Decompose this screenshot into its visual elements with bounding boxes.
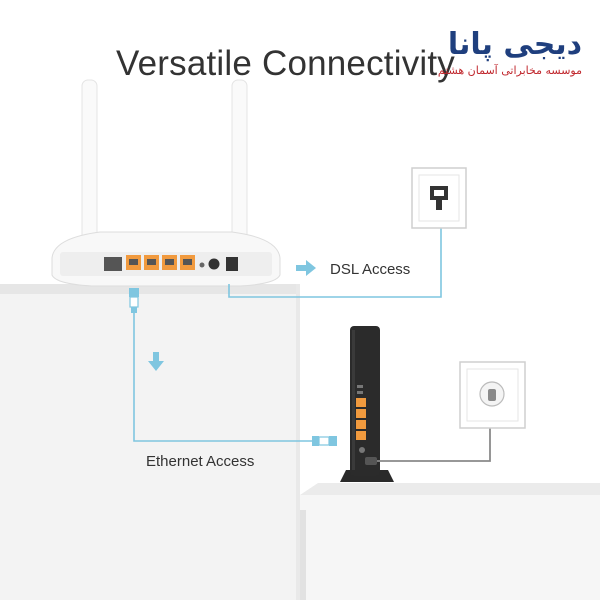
router-ports — [104, 255, 238, 271]
modem-ports — [356, 398, 366, 453]
wall-socket — [459, 361, 526, 429]
dsl-wall-jack — [411, 167, 467, 229]
dsl-cable — [228, 214, 442, 298]
rj45-connector-right — [312, 436, 337, 446]
router-antennas — [81, 79, 248, 256]
brand-name: دیجی پانا — [447, 27, 582, 62]
down-arrow-icon — [148, 352, 164, 371]
dsl-access-label: DSL Access — [330, 261, 411, 278]
modem-device — [340, 326, 394, 482]
page-title: Versatile Connectivity — [116, 44, 456, 83]
brand-tagline: موسسه مخابراتی آسمان هشتم — [437, 64, 582, 77]
left-cabinet — [0, 284, 300, 600]
right-arrow-icon — [296, 260, 316, 276]
rj45-connector-top — [129, 288, 139, 313]
ethernet-cable — [129, 288, 337, 446]
right-desk — [300, 483, 600, 600]
wifi-router — [51, 231, 281, 287]
ethernet-access-label: Ethernet Access — [146, 453, 255, 470]
brand-logo: دیجی پانا موسسه مخابراتی آسمان هشتم — [438, 28, 582, 78]
